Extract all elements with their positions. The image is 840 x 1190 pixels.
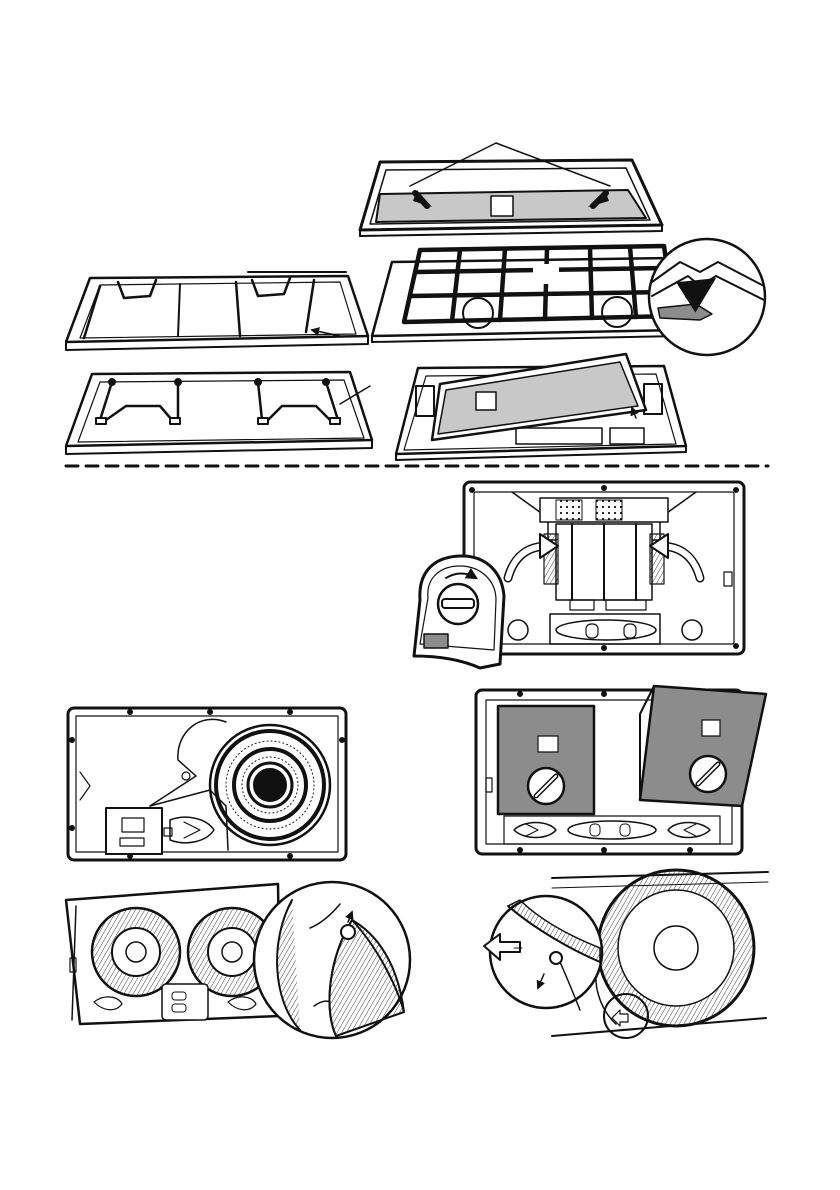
grille-panel [66,272,368,350]
fan-housing-view [68,708,346,860]
metal-grid-filter [372,239,765,355]
filters-installed-view [476,686,766,854]
grease-filter-panel [360,143,662,236]
single-fan-view [484,870,768,1038]
twin-fan-view [66,882,410,1038]
lamp-cover-panel [66,372,372,454]
hood-underside-view [464,482,744,654]
clip-detail-icon [649,239,765,355]
filter-frame-panel [396,354,686,460]
charcoal-filter-hand [414,556,504,668]
